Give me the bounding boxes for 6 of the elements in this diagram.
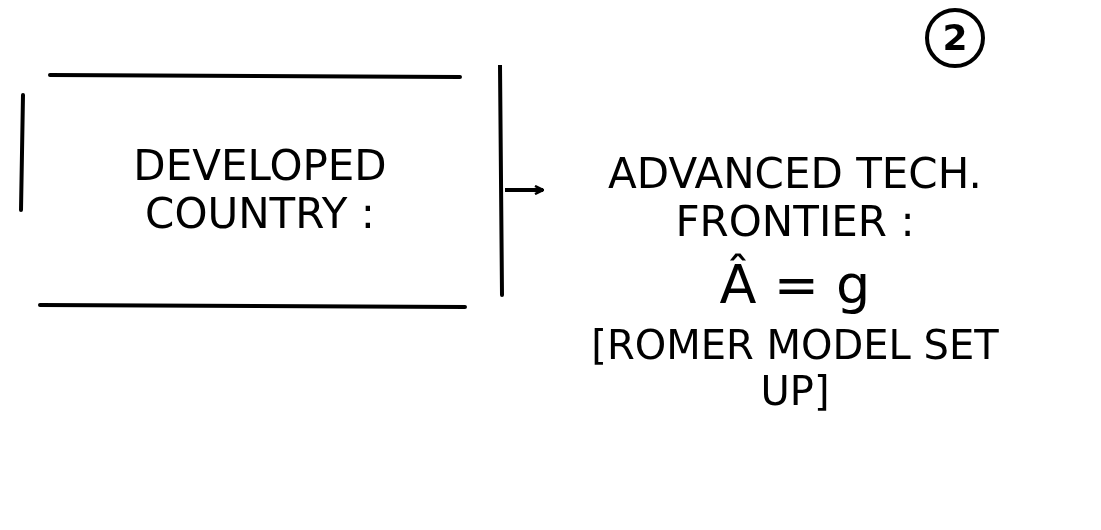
node-text: DEVELOPED COUNTRY : (132, 141, 388, 239)
equation-text: Â = g (719, 254, 871, 314)
node-text: ADVANCED TECH. FRONTIER : (607, 150, 983, 247)
circled-number: 2 (925, 8, 985, 68)
arrow (505, 184, 545, 196)
node-text: [ROMER MODEL SET UP] (590, 322, 1000, 414)
